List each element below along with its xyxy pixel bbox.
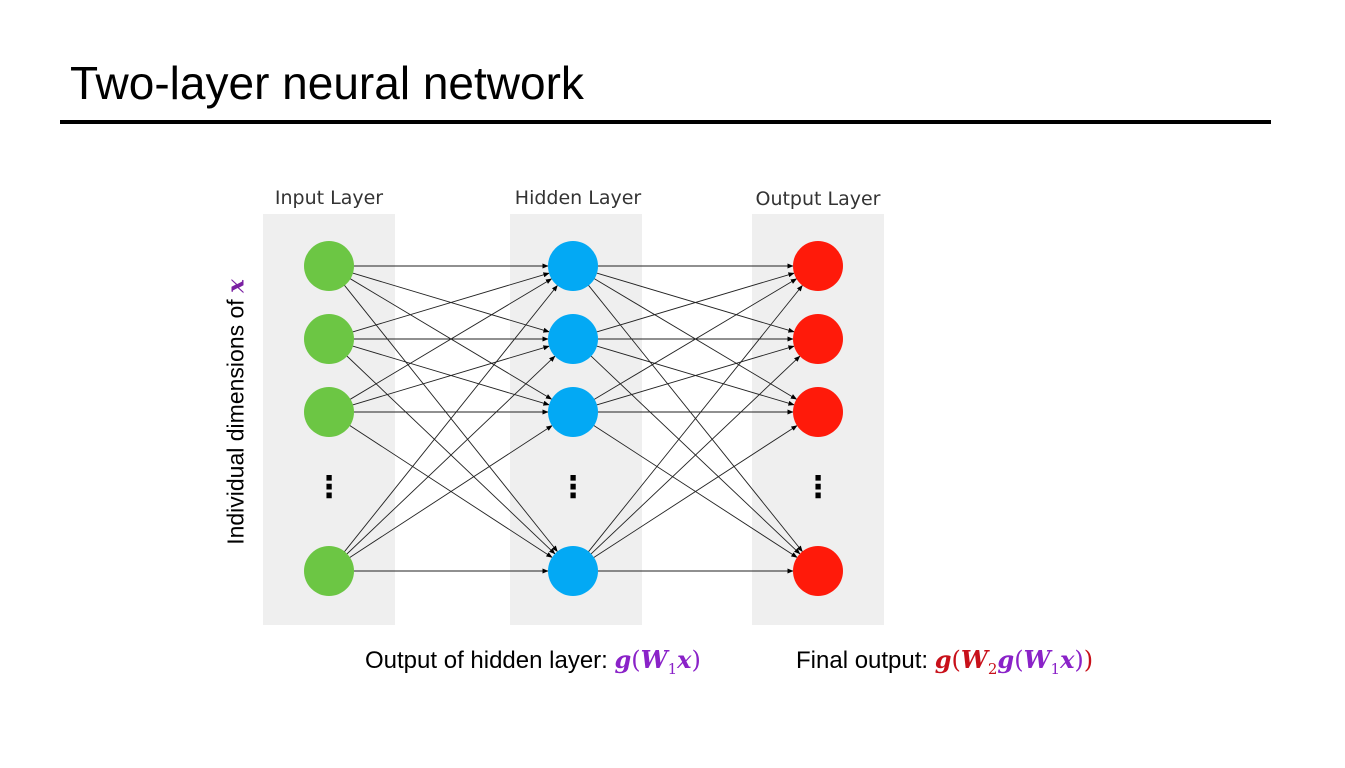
- final-close-outer: ): [1083, 646, 1094, 674]
- connection-input-4-to-hidden-1: [342, 285, 558, 554]
- hidden-layer-label: Hidden Layer: [515, 187, 642, 209]
- final-open-outer: (: [951, 646, 961, 674]
- input-layer-label: Input Layer: [275, 187, 383, 209]
- connection-hidden-1-to-output-3: [592, 277, 798, 400]
- connection-hidden-3-to-output-4: [591, 423, 798, 558]
- final-x: x: [1060, 645, 1075, 674]
- input-axis-variable: x: [222, 279, 250, 293]
- hidden-output-formula: Output of hidden layer: g(W1x): [365, 645, 701, 678]
- connection-hidden-1-to-output-4: [586, 283, 803, 553]
- connection-input-2-to-hidden-4: [344, 354, 556, 555]
- connection-input-4-to-hidden-3: [347, 425, 553, 560]
- connection-hidden-1-to-output-2: [594, 271, 795, 333]
- connection-input-3-to-hidden-2: [350, 345, 550, 406]
- input-axis-label-text: Individual dimensions of: [222, 292, 249, 545]
- connection-input-3-to-hidden-1: [348, 278, 553, 401]
- hidden-layer-ellipsis: ⋮: [558, 470, 588, 505]
- connection-hidden-4-to-output-1: [586, 284, 803, 554]
- hidden-output-label: Output of hidden layer:: [365, 647, 615, 674]
- connection-hidden-3-to-output-2: [594, 345, 795, 407]
- final-output-formula: Final output: g(W2g(W1x)): [796, 645, 1093, 678]
- connection-hidden-4-to-output-3: [591, 425, 798, 560]
- hidden-open-paren: (: [631, 646, 641, 674]
- input-node-4: [304, 546, 354, 596]
- title-divider: [60, 120, 1271, 124]
- output-layer-label: Output Layer: [755, 188, 880, 210]
- final-g-outer: g: [934, 645, 952, 674]
- hidden-close-paren: ): [691, 646, 701, 674]
- final-W2-subscript: 2: [987, 659, 998, 678]
- connection-hidden-2-to-output-4: [589, 354, 801, 555]
- hidden-g: g: [614, 645, 632, 674]
- connection-input-2-to-hidden-1: [350, 272, 550, 333]
- hidden-node-4: [548, 546, 598, 596]
- input-layer-ellipsis: ⋮: [314, 470, 344, 505]
- hidden-node-3: [548, 387, 598, 437]
- hidden-W-subscript: 1: [667, 659, 678, 678]
- hidden-W: W: [640, 645, 668, 674]
- final-output-label: Final output:: [796, 647, 935, 674]
- page-title: Two-layer neural network: [70, 57, 584, 109]
- nodes: [304, 241, 843, 596]
- final-close-inner: ): [1074, 646, 1084, 674]
- output-node-4: [793, 546, 843, 596]
- input-node-2: [304, 314, 354, 364]
- connection-input-4-to-hidden-2: [344, 355, 556, 556]
- hidden-output-expression: g(W1x): [614, 645, 701, 678]
- output-node-3: [793, 387, 843, 437]
- connection-input-1-to-hidden-2: [350, 272, 550, 333]
- output-node-1: [793, 241, 843, 291]
- output-layer-ellipsis: ⋮: [803, 470, 833, 505]
- connection-input-1-to-hidden-3: [348, 277, 553, 400]
- connection-hidden-4-to-output-2: [589, 355, 801, 556]
- final-output-expression: g(W2g(W1x)): [934, 645, 1094, 678]
- final-open-inner: (: [1014, 646, 1024, 674]
- final-W1-subscript: 1: [1050, 659, 1061, 678]
- connection-input-2-to-hidden-3: [350, 345, 550, 406]
- hidden-x: x: [677, 645, 692, 674]
- input-node-3: [304, 387, 354, 437]
- final-g-inner: g: [997, 645, 1015, 674]
- hidden-node-1: [548, 241, 598, 291]
- connection-input-1-to-hidden-4: [342, 283, 558, 552]
- input-axis-label: Individual dimensions of x: [223, 279, 250, 545]
- connection-hidden-2-to-output-3: [594, 344, 795, 406]
- connection-input-3-to-hidden-4: [347, 423, 553, 558]
- input-node-1: [304, 241, 354, 291]
- connection-hidden-2-to-output-1: [594, 272, 795, 334]
- hidden-node-2: [548, 314, 598, 364]
- connections: [342, 263, 803, 574]
- output-node-2: [793, 314, 843, 364]
- final-W1: W: [1023, 645, 1051, 674]
- final-W2: W: [960, 645, 988, 674]
- connection-hidden-3-to-output-1: [592, 278, 798, 401]
